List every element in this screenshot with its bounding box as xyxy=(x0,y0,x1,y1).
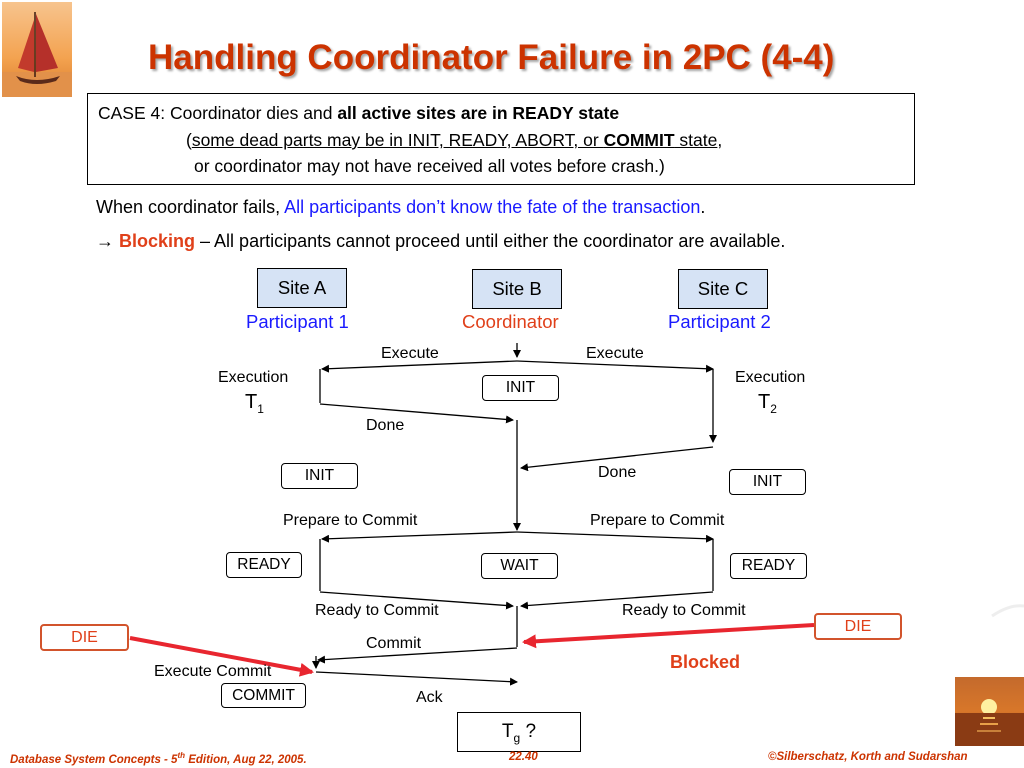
when-blue: All participants don’t know the fate of … xyxy=(284,197,701,217)
tg-question: ? xyxy=(520,721,537,742)
site-a-init-state: INIT xyxy=(281,463,358,489)
execute-left-label: Execute xyxy=(381,345,439,362)
tg-sub: g xyxy=(513,730,521,745)
footer-left-sup: th xyxy=(177,751,186,760)
footer-copyright: ©Silberschatz, Korth and Sudarshan xyxy=(768,751,968,763)
coordinator-label: Coordinator xyxy=(462,311,559,332)
blocking-word: Blocking xyxy=(119,231,196,251)
die-arrow-left xyxy=(129,636,314,677)
execute-commit-label: Execute Commit xyxy=(154,663,272,680)
execute-right-label: Execute xyxy=(586,345,644,362)
case-box: CASE 4: Coordinator dies and all active … xyxy=(87,93,915,185)
ack-label: Ack xyxy=(416,689,443,706)
sailboat-logo xyxy=(2,2,72,97)
participant-1-label: Participant 1 xyxy=(246,311,349,332)
footer-page-number: 22.40 xyxy=(509,751,538,763)
site-a-box: Site A xyxy=(257,268,347,308)
execution-right-label: Execution xyxy=(735,369,806,386)
die-right-box: DIE xyxy=(814,613,902,640)
commit-label: Commit xyxy=(366,635,422,652)
done-right-label: Done xyxy=(598,464,637,481)
site-a-ready-state: READY xyxy=(226,552,302,578)
ready-right-label: Ready to Commit xyxy=(622,602,746,619)
ready-arrow-right xyxy=(520,591,714,610)
die-arrow-right xyxy=(522,623,815,649)
footer-left: Database System Concepts - 5th Edition, … xyxy=(10,751,307,766)
ready-arrow-left xyxy=(319,591,514,610)
execute-arrow-left xyxy=(321,360,518,373)
site-b-box: Site B xyxy=(472,269,562,309)
done-left-label: Done xyxy=(366,417,405,434)
case-line2-bold: COMMIT xyxy=(603,130,675,150)
case-line3: or coordinator may not have received all… xyxy=(194,156,665,176)
prepare-left-label: Prepare to Commit xyxy=(283,512,418,529)
t1-t: T xyxy=(245,391,258,413)
ready-left-label: Ready to Commit xyxy=(315,602,439,619)
site-c-ready-state: READY xyxy=(730,553,807,579)
execute-arrow-right xyxy=(516,360,714,373)
t1-label: T1 xyxy=(245,391,264,416)
die-left-box: DIE xyxy=(40,624,129,651)
site-c-box: Site C xyxy=(678,269,768,309)
prepare-right-label: Prepare to Commit xyxy=(590,512,725,529)
t1-sub: 1 xyxy=(257,402,264,416)
site-a-commit-state: COMMIT xyxy=(221,683,306,708)
case-line2-open: ( xyxy=(186,130,192,150)
coordinator-wait-state: WAIT xyxy=(481,553,558,579)
coordinator-init-state: INIT xyxy=(482,375,559,401)
execution-left-label: Execution xyxy=(218,369,289,386)
case-line2-tail: state xyxy=(674,130,718,150)
done-arrow-left xyxy=(319,403,514,424)
footer-left-post: Edition, Aug 22, 2005. xyxy=(185,753,307,766)
slide-title: Handling Coordinator Failure in 2PC (4-4… xyxy=(148,38,835,77)
when-prefix: When coordinator fails, xyxy=(96,197,285,217)
decorative-swoosh xyxy=(990,600,1024,620)
arrow-icon: → xyxy=(96,231,114,251)
t2-label: T2 xyxy=(758,391,777,416)
case-line2-comma: , xyxy=(717,130,723,150)
case-line2-underlined: some dead parts may be in INIT, READY, A… xyxy=(191,130,604,150)
tg-t: T xyxy=(501,721,514,742)
blocking-rest: – All participants cannot proceed until … xyxy=(195,231,786,251)
case-line1-bold: all active sites are in READY state xyxy=(337,103,620,123)
site-c-init-state: INIT xyxy=(729,469,806,495)
sunset-image xyxy=(955,677,1024,746)
t2-t: T xyxy=(758,391,771,413)
when-suffix: . xyxy=(700,197,706,217)
footer-left-pre: Database System Concepts - 5 xyxy=(10,753,178,766)
done-arrow-right xyxy=(520,446,714,472)
prepare-arrow-right xyxy=(516,531,714,543)
ack-arrow xyxy=(315,671,518,686)
blocked-label: Blocked xyxy=(670,652,741,672)
blocking-line: → Blocking – All participants cannot pro… xyxy=(96,231,785,252)
case-line1-prefix: CASE 4: Coordinator dies and xyxy=(98,103,338,123)
when-line: When coordinator fails, All participants… xyxy=(96,197,705,218)
participant-2-label: Participant 2 xyxy=(668,311,771,332)
prepare-arrow-left xyxy=(321,531,518,543)
commit-arrow xyxy=(317,647,518,664)
t2-sub: 2 xyxy=(770,402,777,416)
tg-box: Tg ? xyxy=(457,712,581,752)
